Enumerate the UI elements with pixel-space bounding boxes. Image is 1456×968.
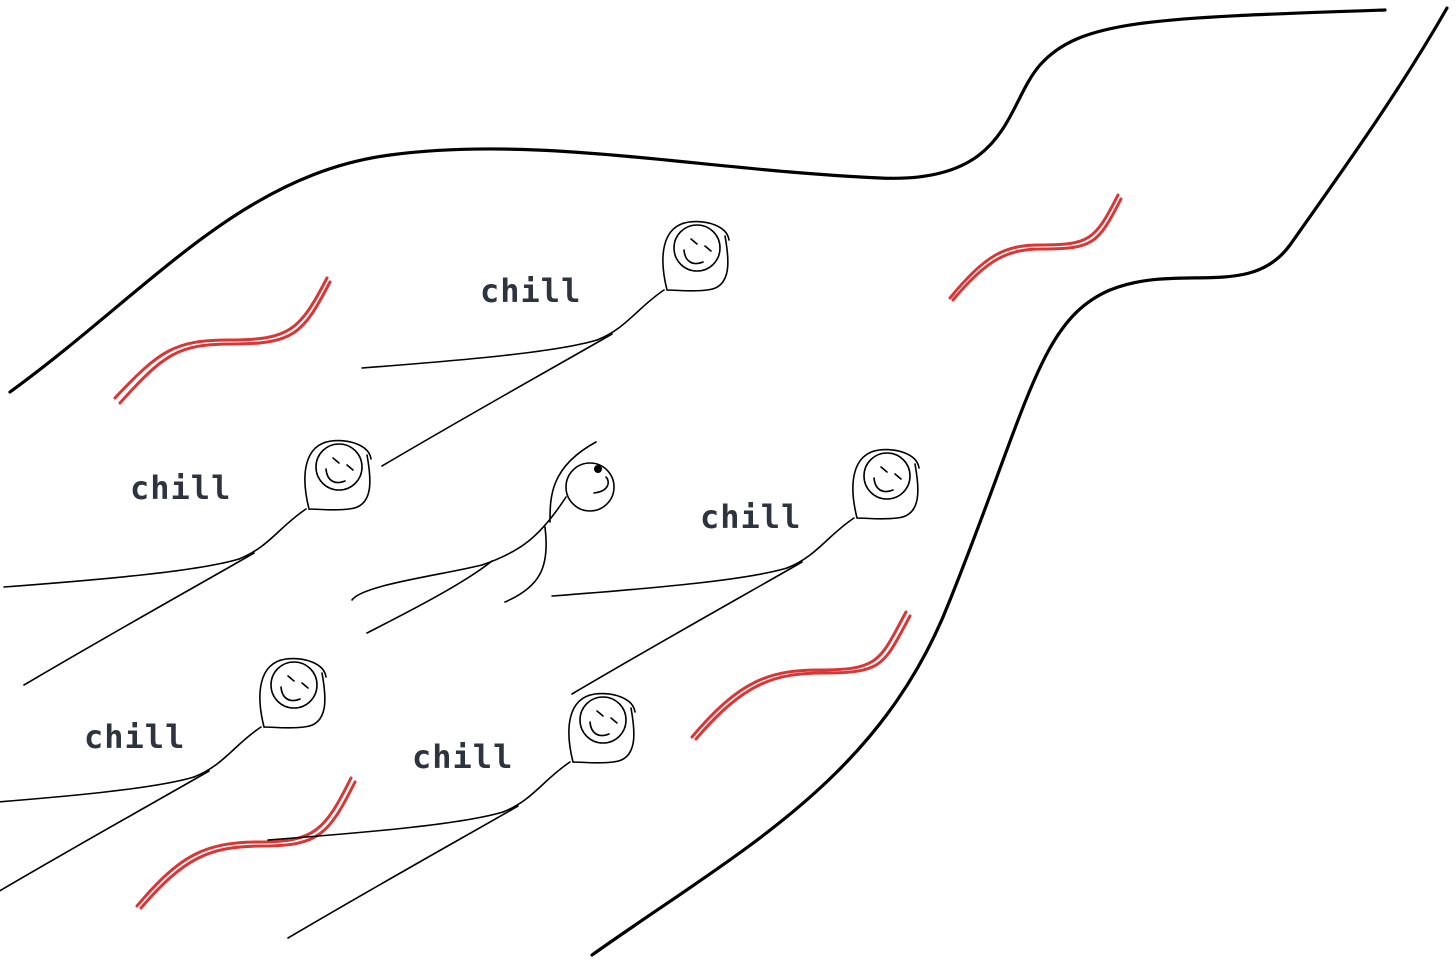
river-upper-bank [8,8,1387,394]
head [315,443,363,491]
current-squiggle [948,193,1120,300]
arms-behind-head [304,439,372,511]
current-squiggle [113,276,329,400]
chill-label: chill [130,469,231,507]
chill-label: chill [700,498,801,536]
raised-arm [549,441,597,523]
person-relaxed: chill [0,657,327,892]
body [596,289,665,341]
closed-eyes [596,710,618,724]
leg-upper [267,811,504,841]
closed-eyes [690,238,712,252]
current-squiggle [690,610,908,739]
head [565,462,615,512]
head [863,452,911,500]
body [481,496,567,566]
body [786,517,855,569]
chill-label: chill [84,718,185,756]
closed-eyes [880,466,902,480]
arms-behind-head [568,692,636,764]
person-relaxed: chill [3,439,372,686]
leg-upper [351,564,483,601]
leg-upper [361,339,598,369]
leg-lower [381,333,613,467]
closed-eyes [287,675,309,689]
leg-upper [551,567,788,597]
closed-eyes [332,457,354,471]
person-alert [351,441,615,634]
current-squiggle [135,776,353,908]
smile [873,477,894,493]
head [579,696,627,744]
person-relaxed: chill [267,692,636,939]
smile [593,476,609,494]
current-lines [113,193,1123,910]
people-group: chill chill chill chill chill [0,220,920,939]
arms-behind-head [852,448,920,520]
current-squiggle [694,614,912,741]
leg-upper [3,558,240,588]
person-relaxed: chill [551,448,920,695]
arms-behind-head [662,220,730,292]
head [673,224,721,272]
smile [325,468,346,484]
chill-label: chill [480,272,581,310]
smile [683,249,704,265]
head [270,661,318,709]
arms-behind-head [259,657,327,729]
chill-label: chill [412,738,513,776]
body [502,761,571,813]
leg-lower [571,561,803,695]
current-squiggle [139,780,357,910]
open-eye [594,465,602,473]
river-lower-bank [590,6,1449,957]
current-squiggle [118,280,332,405]
lowered-arm [504,526,547,603]
current-squiggle [951,197,1123,302]
leg-lower [287,805,519,939]
person-relaxed: chill [361,220,730,467]
smile [280,686,301,702]
leg-lower [23,552,255,686]
smile [589,721,610,737]
body [193,726,262,778]
leg-upper [0,776,195,803]
body [238,508,307,560]
leg-lower [366,560,493,634]
leg-lower [0,770,210,892]
